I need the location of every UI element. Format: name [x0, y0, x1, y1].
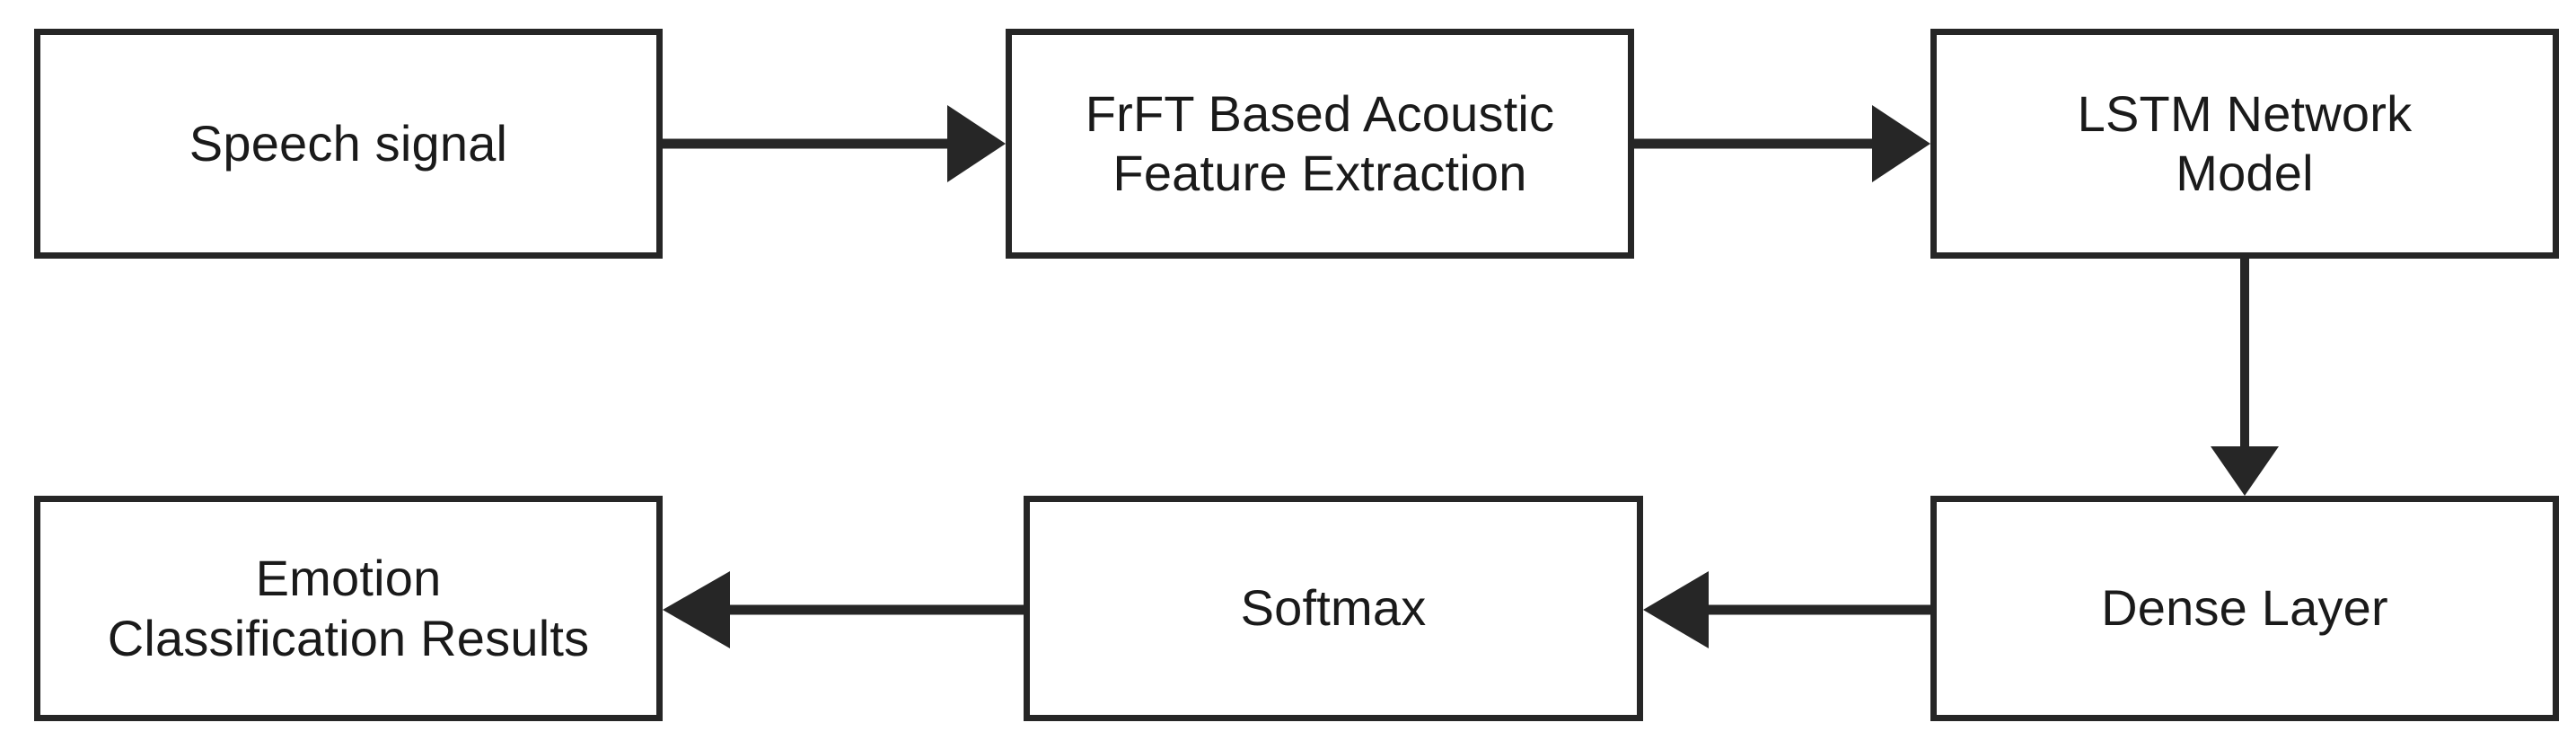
node-softmax[interactable]: Softmax [1024, 496, 1643, 721]
node-label-softmax: Softmax [1240, 579, 1427, 637]
node-frft-feature-extraction[interactable]: FrFT Based Acoustic Feature Extraction [1006, 29, 1634, 259]
edge-dense-to-softmax [1643, 571, 1930, 648]
edge-frft-to-lstm [1634, 105, 1930, 182]
node-label-lstm-network-model: LSTM Network Model [2077, 84, 2413, 201]
node-label-emotion-classification-results: Emotion Classification Results [107, 550, 590, 666]
node-label-frft-feature-extraction: FrFT Based Acoustic Feature Extraction [1085, 84, 1555, 201]
edge-softmax-to-emotion [663, 571, 1024, 648]
node-speech-signal[interactable]: Speech signal [34, 29, 663, 259]
node-lstm-network-model[interactable]: LSTM Network Model [1930, 29, 2559, 259]
node-label-speech-signal: Speech signal [189, 114, 508, 172]
node-emotion-classification-results[interactable]: Emotion Classification Results [34, 496, 663, 721]
edge-lstm-to-dense [2211, 259, 2279, 496]
node-label-dense-layer: Dense Layer [2101, 579, 2388, 637]
node-dense-layer[interactable]: Dense Layer [1930, 496, 2559, 721]
edge-speech-to-frft [663, 105, 1006, 182]
